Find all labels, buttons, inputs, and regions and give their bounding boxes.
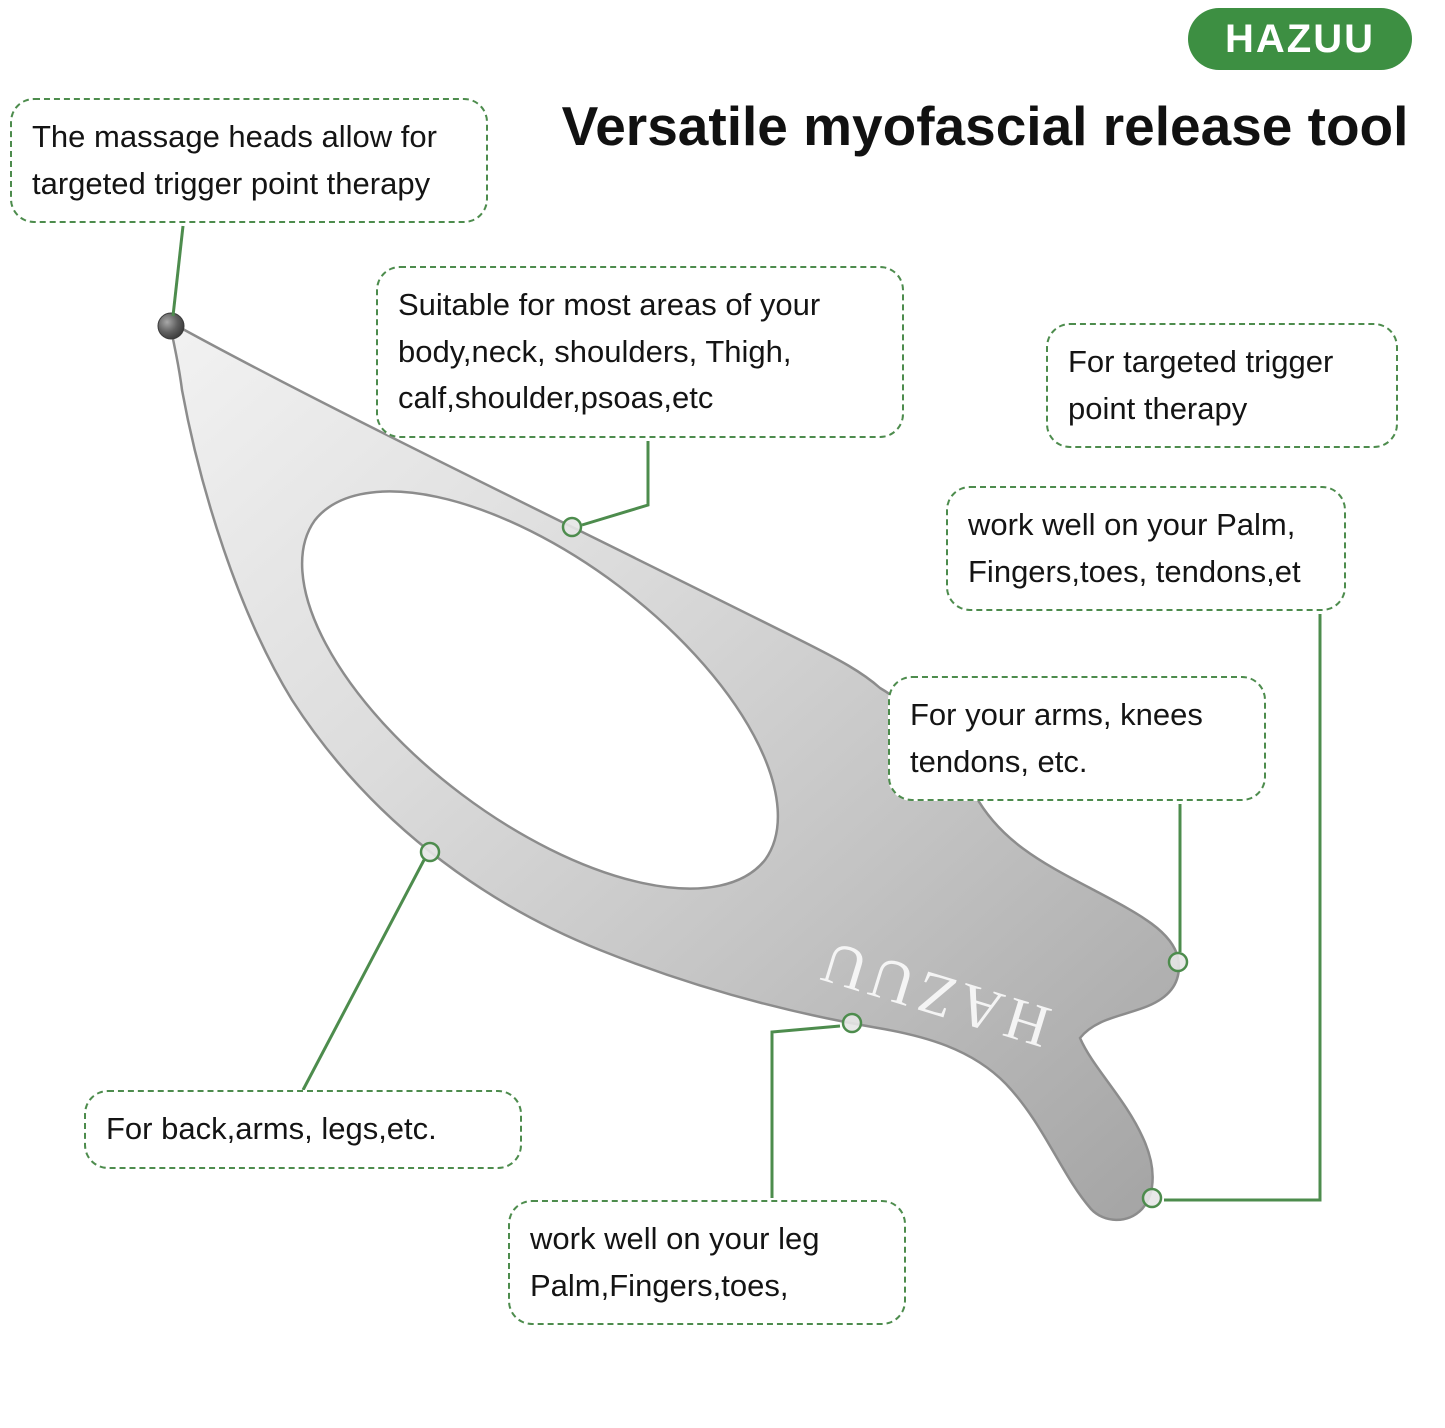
page-title: Versatile myofascial release tool [561,95,1409,157]
marker-dot-leg [841,1012,863,1034]
tool-body [168,319,1181,1222]
callout-arms-knees: For your arms, knees tendons, etc. [888,676,1266,801]
callout-trigger-point-text: For targeted trigger point therapy [1068,344,1334,426]
callout-suitable-areas: Suitable for most areas of your body,nec… [376,266,904,438]
marker-dot-arms [1167,951,1189,973]
callout-palm-fingers: work well on your Palm, Fingers,toes, te… [946,486,1346,611]
callout-leg-palm-text: work well on your leg Palm,Fingers,toes, [530,1221,820,1303]
brand-name: HAZUU [1225,17,1375,61]
callout-palm-fingers-text: work well on your Palm, Fingers,toes, te… [968,507,1301,589]
callout-arms-knees-text: For your arms, knees tendons, etc. [910,697,1203,779]
callout-trigger-point: For targeted trigger point therapy [1046,323,1398,448]
callout-back-arms-legs: For back,arms, legs,etc. [84,1090,522,1169]
callout-massage-heads-text: The massage heads allow for targeted tri… [32,119,437,201]
connector-leg-palm [770,1024,841,1198]
marker-dot-back [419,841,441,863]
callout-back-arms-legs-text: For back,arms, legs,etc. [106,1111,437,1146]
brand-badge: HAZUU [1188,8,1412,70]
marker-dot-foot [1141,1187,1163,1209]
callout-suitable-areas-text: Suitable for most areas of your body,nec… [398,287,821,415]
connector-palm-fingers [1164,614,1322,1202]
tool-tip-ball [157,312,185,340]
marker-dot-suitable [561,516,583,538]
connector-massage-heads [171,225,185,317]
callout-massage-heads: The massage heads allow for targeted tri… [10,98,488,223]
connector-back-arms-legs [301,859,426,1091]
connector-suitable-areas [581,441,650,527]
callout-leg-palm: work well on your leg Palm,Fingers,toes, [508,1200,906,1325]
